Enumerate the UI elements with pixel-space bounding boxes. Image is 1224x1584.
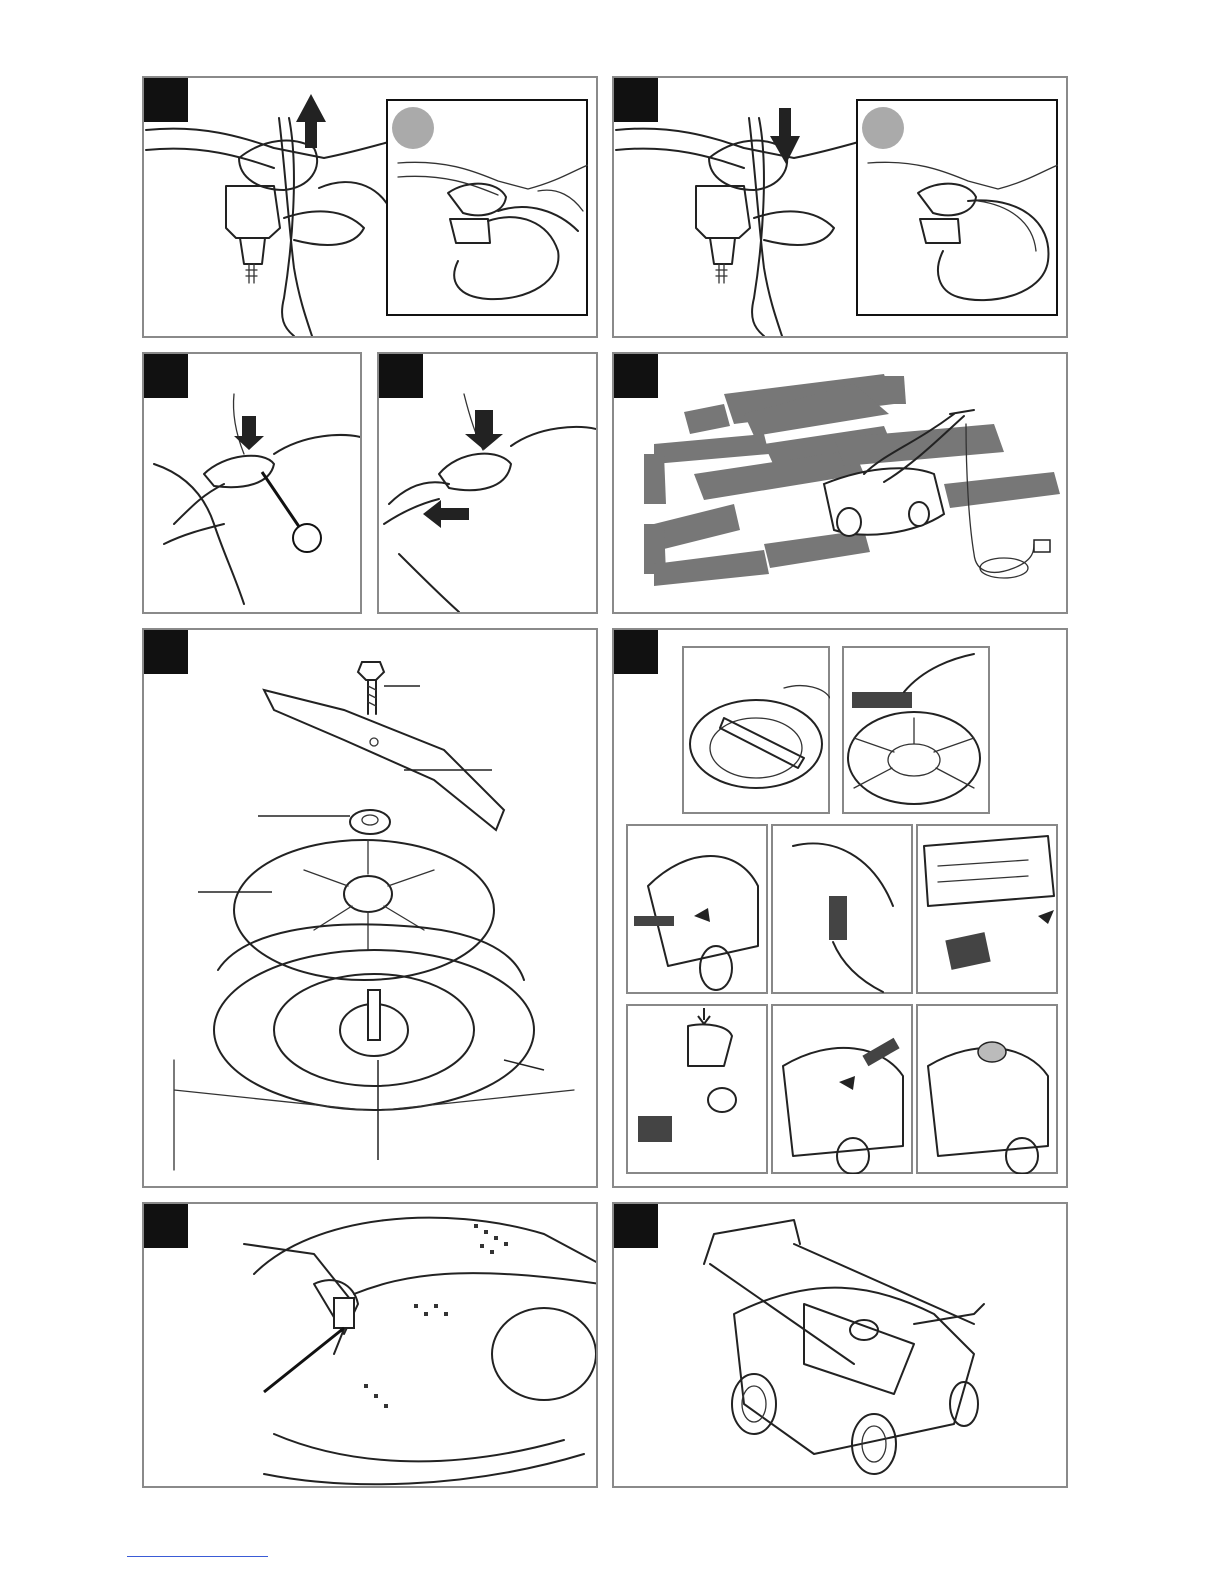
switch-press-illustration xyxy=(144,354,362,614)
cleaning-step-frame xyxy=(626,1004,768,1174)
detail-inset xyxy=(386,99,588,316)
bolt-icon xyxy=(358,662,384,714)
cleaning-step-frame xyxy=(842,646,990,814)
inset-cable-illustration xyxy=(388,101,588,316)
panel-grass-box-latch xyxy=(142,1202,598,1488)
arrow-up-icon xyxy=(296,94,326,148)
panel-cleaning xyxy=(612,628,1068,1188)
detail-inset xyxy=(856,99,1058,316)
panel-switch-press xyxy=(142,352,362,614)
cleaning-step-frame xyxy=(626,824,768,994)
grass-box-latch-illustration xyxy=(144,1204,598,1488)
footer-link-underline[interactable] xyxy=(127,1556,268,1557)
motor-shaft-icon xyxy=(368,990,380,1040)
inset-cable-illustration xyxy=(858,101,1058,316)
pointer-icon xyxy=(264,1328,344,1392)
mower-overview-illustration xyxy=(614,1204,1068,1488)
power-plug-icon xyxy=(1034,540,1050,552)
panel-blade-exploded xyxy=(142,628,598,1188)
pointer-icon xyxy=(293,524,321,552)
brush-icon xyxy=(852,692,912,708)
wheel-icon xyxy=(700,946,732,990)
panel-cable-up xyxy=(142,76,598,338)
cleaning-step-frame xyxy=(916,824,1058,994)
blade-exploded-illustration xyxy=(144,630,598,1188)
cleaning-step-frame xyxy=(682,646,830,814)
switch-lever-illustration xyxy=(379,354,598,614)
panel-switch-lever xyxy=(377,352,598,614)
cloth-icon xyxy=(978,1042,1006,1062)
latch-icon xyxy=(334,1298,354,1328)
cleaning-step-frame xyxy=(916,1004,1058,1174)
blade-icon xyxy=(264,690,504,830)
wheel-icon xyxy=(732,1374,978,1474)
fan-disc-icon xyxy=(234,840,494,980)
cleaning-step-frame xyxy=(771,824,913,994)
figure-number-tab xyxy=(614,630,658,674)
cleaning-step-frame xyxy=(771,1004,913,1174)
arrow-down-icon xyxy=(234,416,264,450)
handle-icon xyxy=(704,1220,984,1364)
mowing-pattern-illustration xyxy=(614,354,1068,614)
arrow-down-icon xyxy=(770,108,800,164)
panel-mower-overview xyxy=(612,1202,1068,1488)
panel-cable-down xyxy=(612,76,1068,338)
washer-icon xyxy=(350,810,390,834)
panel-mowing-pattern xyxy=(612,352,1068,614)
arrow-left-icon xyxy=(423,500,469,528)
